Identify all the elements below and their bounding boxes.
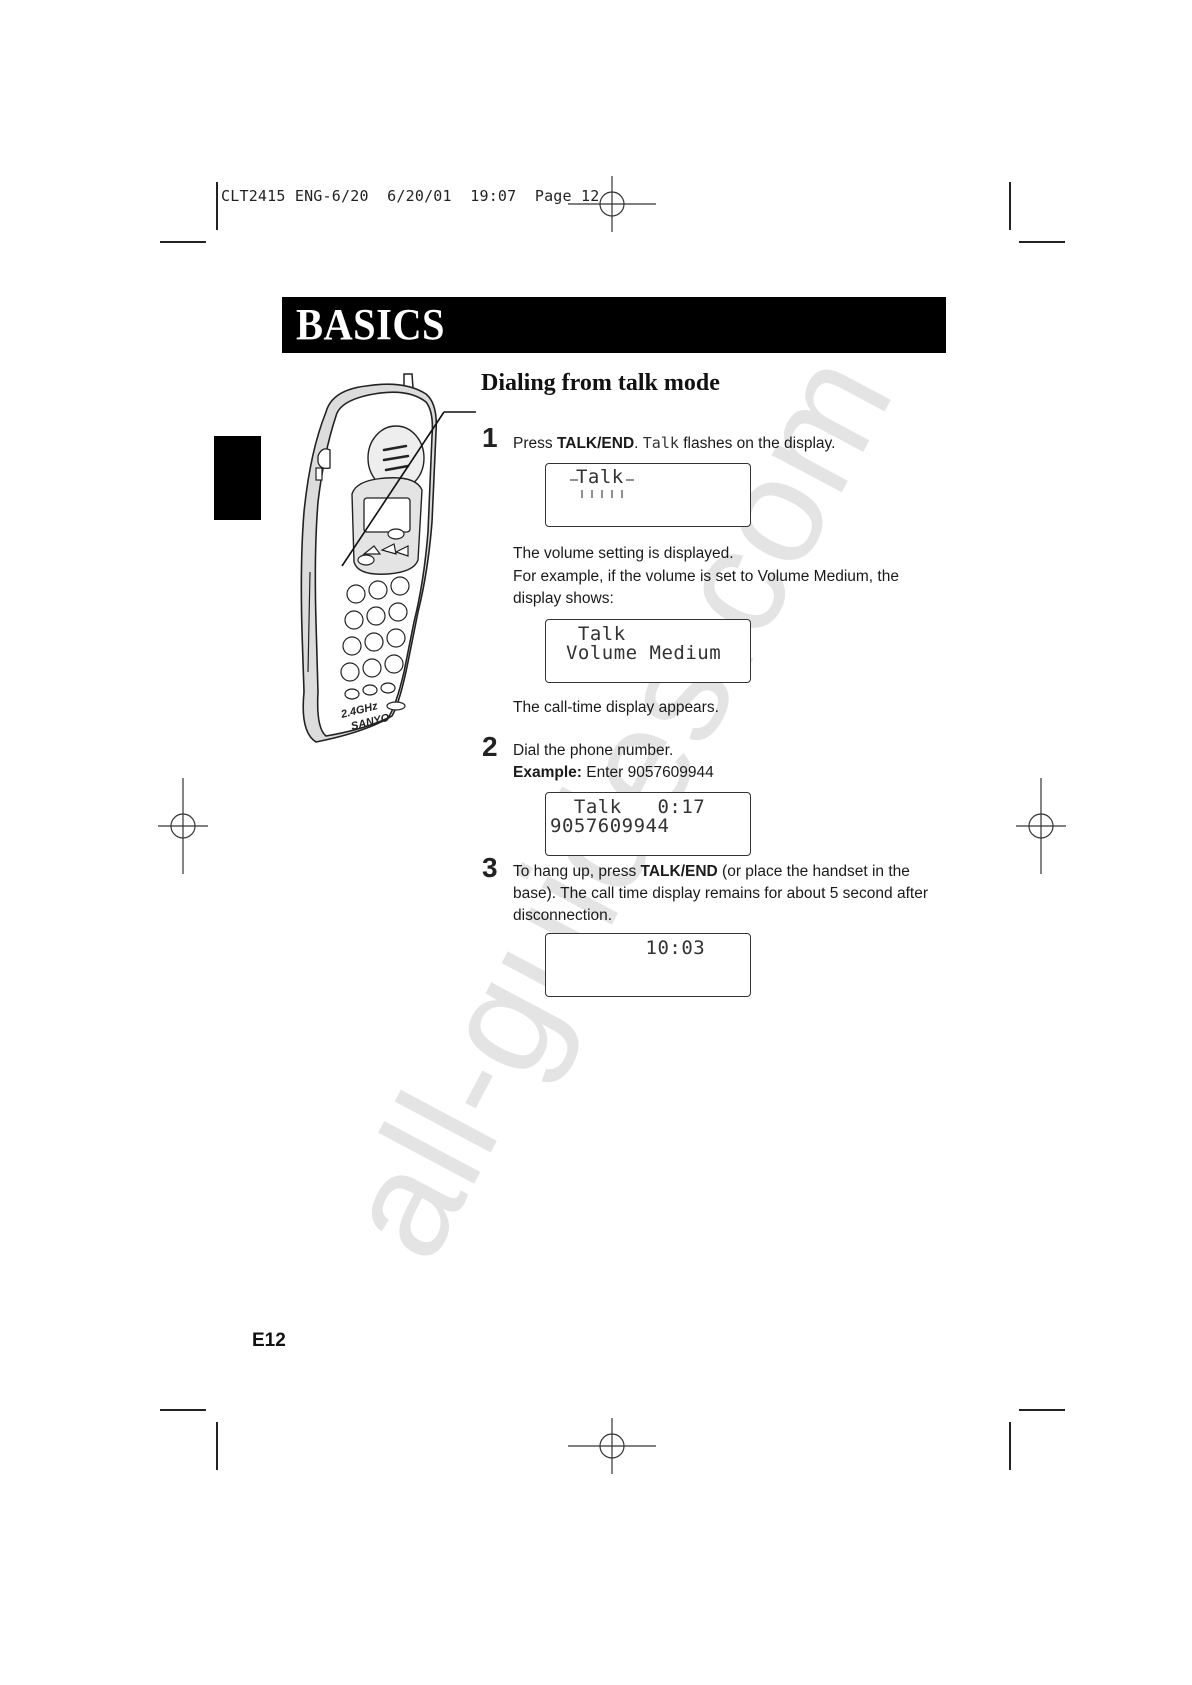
lcd-display-clock: 10:03 [545,933,751,997]
lcd-display-call: Talk 0:17 9057609944 [545,792,751,856]
talk-end-key-label: TALK/END [556,435,635,452]
step-3-text-pre: To hang up, press [513,863,641,880]
section-banner: BASICS [282,297,946,353]
registration-mark-left [158,778,208,874]
lcd-display-volume: Talk Volume Medium [545,619,751,683]
step-1-text-pre: Press [513,435,557,452]
step-3-text-post: (or place the handset in the base). The … [513,863,928,924]
step-number-2: 2 [482,731,498,762]
step-1-instruction: Press TALK/END. Talk flashes on the disp… [513,432,835,455]
step-number-3: 3 [482,852,498,883]
crop-mark [216,1422,218,1470]
step-1-note-3: The call-time display appears. [513,699,719,716]
registration-mark-top [568,176,656,232]
step-1-note-1: The volume setting is displayed. [513,545,734,562]
lcd-line-2: Volume Medium [554,642,722,664]
step-1-text-mid: . [634,435,643,452]
step-3-instruction: To hang up, press TALK/END (or place the… [513,861,945,927]
example-text: Enter 9057609944 [581,764,714,781]
registration-mark-bottom [568,1418,656,1474]
handset-illustration: 2.4GHz SANYO [300,373,476,743]
talk-end-key-label: TALK/END [640,863,718,880]
example-label: Example: [513,764,582,781]
flash-indicator-icon [570,479,634,498]
step-1-note-2: For example, if the volume is set to Vol… [513,568,899,607]
crop-mark [1019,1409,1065,1411]
registration-mark-right [1016,778,1066,874]
lcd-display-talk: Talk [545,463,751,527]
step-1-text-post: flashes on the display. [678,435,836,452]
lcd-line-1: Talk [554,623,626,645]
banner-title: BASICS [296,300,446,349]
crop-mark [160,241,206,243]
step-2-example: Example: Enter 9057609944 [513,762,714,784]
lcd-line-1: Talk 0:17 [550,796,706,818]
crop-mark [160,1409,206,1411]
crop-mark [1009,1422,1011,1470]
slug-line: CLT2415 ENG-6/20 6/20/01 19:07 Page 12 [221,187,600,205]
crop-mark [216,182,218,230]
side-thumb-tab [214,436,261,520]
crop-mark [1019,241,1065,243]
page-number: E12 [252,1330,286,1351]
lcd-line-2: 9057609944 [550,815,670,837]
section-heading: Dialing from talk mode [481,370,720,396]
display-word-talk: Talk [642,434,679,452]
lcd-line-1: 10:03 [550,937,706,959]
crop-mark [1009,182,1011,230]
step-number-1: 1 [482,422,498,453]
step-2-instruction: Dial the phone number. [513,742,674,759]
lcd-line-1: Talk [564,466,624,488]
